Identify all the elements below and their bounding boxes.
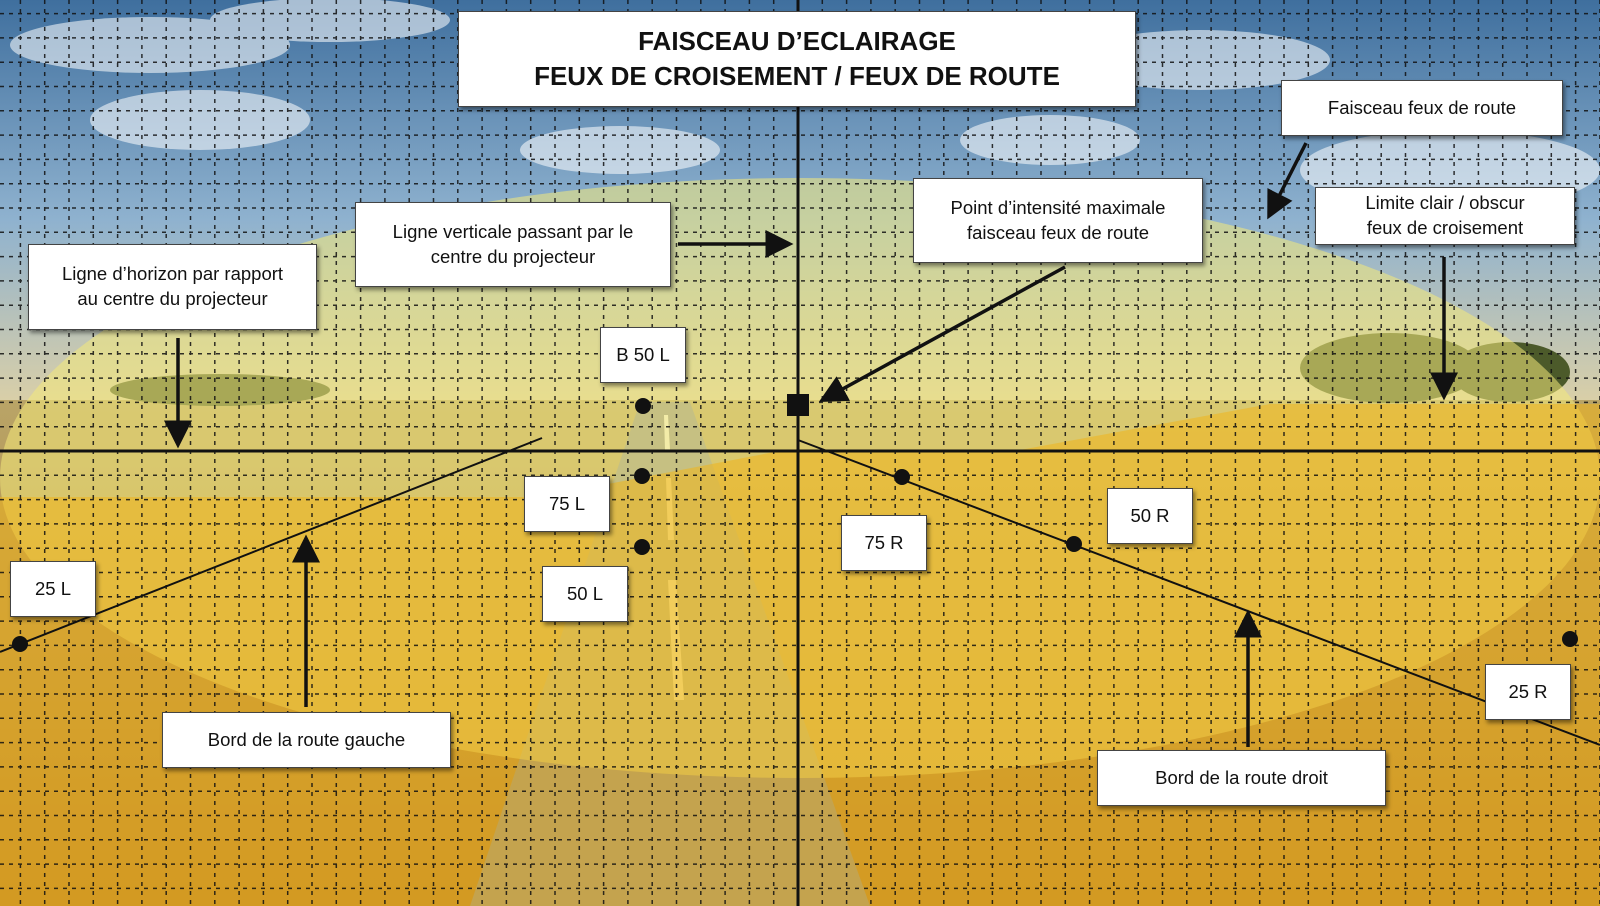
point-50r (1066, 536, 1082, 552)
point-75l (634, 468, 650, 484)
point-25l (12, 636, 28, 652)
label-25l: 25 L (10, 561, 96, 617)
title-line-2: FEUX DE CROISEMENT / FEUX DE ROUTE (534, 61, 1060, 91)
label-25r: 25 R (1485, 664, 1571, 720)
point-75r (894, 469, 910, 485)
label-cutoff: Limite clair / obscur feux de croisement (1315, 187, 1575, 245)
title-line-1: FAISCEAU D’ECLAIRAGE (638, 26, 956, 57)
right-road-edge-line (797, 439, 1600, 746)
arrow-max-intensity (818, 265, 1066, 403)
arrow-high-beam (1267, 142, 1308, 220)
label-vertical-line: Ligne verticale passant par le centre du… (355, 202, 671, 287)
point-50l (634, 539, 650, 555)
label-horizon: Ligne d’horizon par rapport au centre du… (28, 244, 317, 330)
label-high-beam: Faisceau feux de route (1281, 80, 1563, 136)
point-b50l (635, 398, 651, 414)
label-75l: 75 L (524, 476, 610, 532)
diagram-title: FAISCEAU D’ECLAIRAGE FEUX DE CROISEMENT … (458, 11, 1136, 107)
max-intensity-point (787, 394, 809, 416)
label-75r: 75 R (841, 515, 927, 571)
point-25r (1562, 631, 1578, 647)
label-max-intensity: Point d’intensité maximale faisceau feux… (913, 178, 1203, 263)
label-right-road-edge: Bord de la route droit (1097, 750, 1386, 806)
label-50r: 50 R (1107, 488, 1193, 544)
label-50l: 50 L (542, 566, 628, 622)
label-b50l: B 50 L (600, 327, 686, 383)
label-left-road-edge: Bord de la route gauche (162, 712, 451, 768)
